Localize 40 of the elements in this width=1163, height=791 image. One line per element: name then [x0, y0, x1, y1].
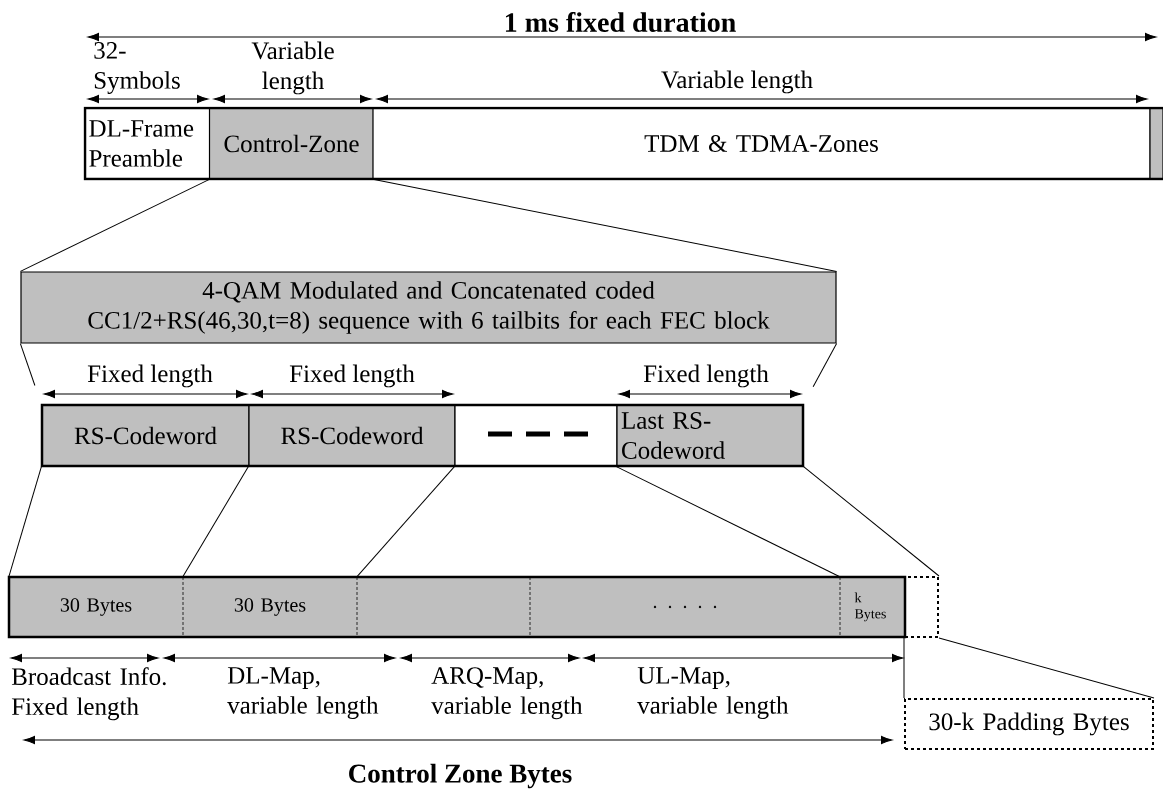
- connector-line: [803, 466, 940, 577]
- zone-box: Control-Zone: [208, 107, 375, 180]
- zone-box: TDM & TDMA-Zones: [372, 107, 1151, 180]
- codeword-box: RS-Codeword: [248, 404, 456, 467]
- dimension-label: 1 ms fixed duration: [505, 11, 736, 33]
- dimension-label: Fixed length: [289, 364, 415, 388]
- dimension-label: Fixed length: [87, 364, 213, 388]
- byte-cell: 30 Bytes: [183, 577, 357, 637]
- dimension-label: 32- Symbols: [94, 42, 180, 94]
- node-label: 30 Bytes: [60, 598, 132, 616]
- byte-cell: 30 Bytes: [9, 577, 183, 637]
- dimension-label: ARQ-Map, variable length: [431, 667, 583, 720]
- dimension-label: DL-Map, variable length: [227, 667, 379, 719]
- dimension-label: Variable length: [251, 41, 334, 95]
- sequence-box: 4-QAM Modulated and Concatenated coded CC1/2+RS(46,30,t=8) sequence with 6 tailbits for each FEC block: [20, 271, 837, 344]
- byte-cell: k Bytes: [840, 577, 905, 637]
- preamble-box: DL-Frame Preamble: [84, 107, 211, 180]
- connector-line: [903, 637, 905, 699]
- zone-box: [1149, 107, 1163, 180]
- connector-line: [356, 466, 455, 578]
- connector-line: [615, 466, 841, 578]
- node-label: k Bytes: [854, 592, 886, 622]
- connector-line: [373, 179, 838, 272]
- padding-box: [904, 576, 939, 638]
- connector-line: [19, 343, 36, 386]
- dimension-label: Control Zone Bytes: [349, 763, 572, 789]
- codeword-box: RS-Codeword: [41, 404, 250, 467]
- connector-line: [19, 179, 210, 272]
- codeword-box: Last RS-Codeword: [616, 404, 804, 467]
- connector-line: [8, 466, 42, 578]
- node-label: 30 Bytes: [234, 598, 306, 616]
- connector-line: [938, 637, 1155, 699]
- dimension-label: Fixed length: [643, 364, 769, 388]
- connector-line: [812, 343, 838, 388]
- dimension-label: Broadcast Info. Fixed length: [11, 667, 166, 721]
- dimension-label: UL-Map, variable length: [637, 667, 789, 719]
- node-label: . . . . .: [653, 605, 717, 609]
- padding-box: 30-k Padding Bytes: [904, 698, 1154, 750]
- connector-line: [182, 466, 249, 578]
- byte-cell: [357, 577, 530, 637]
